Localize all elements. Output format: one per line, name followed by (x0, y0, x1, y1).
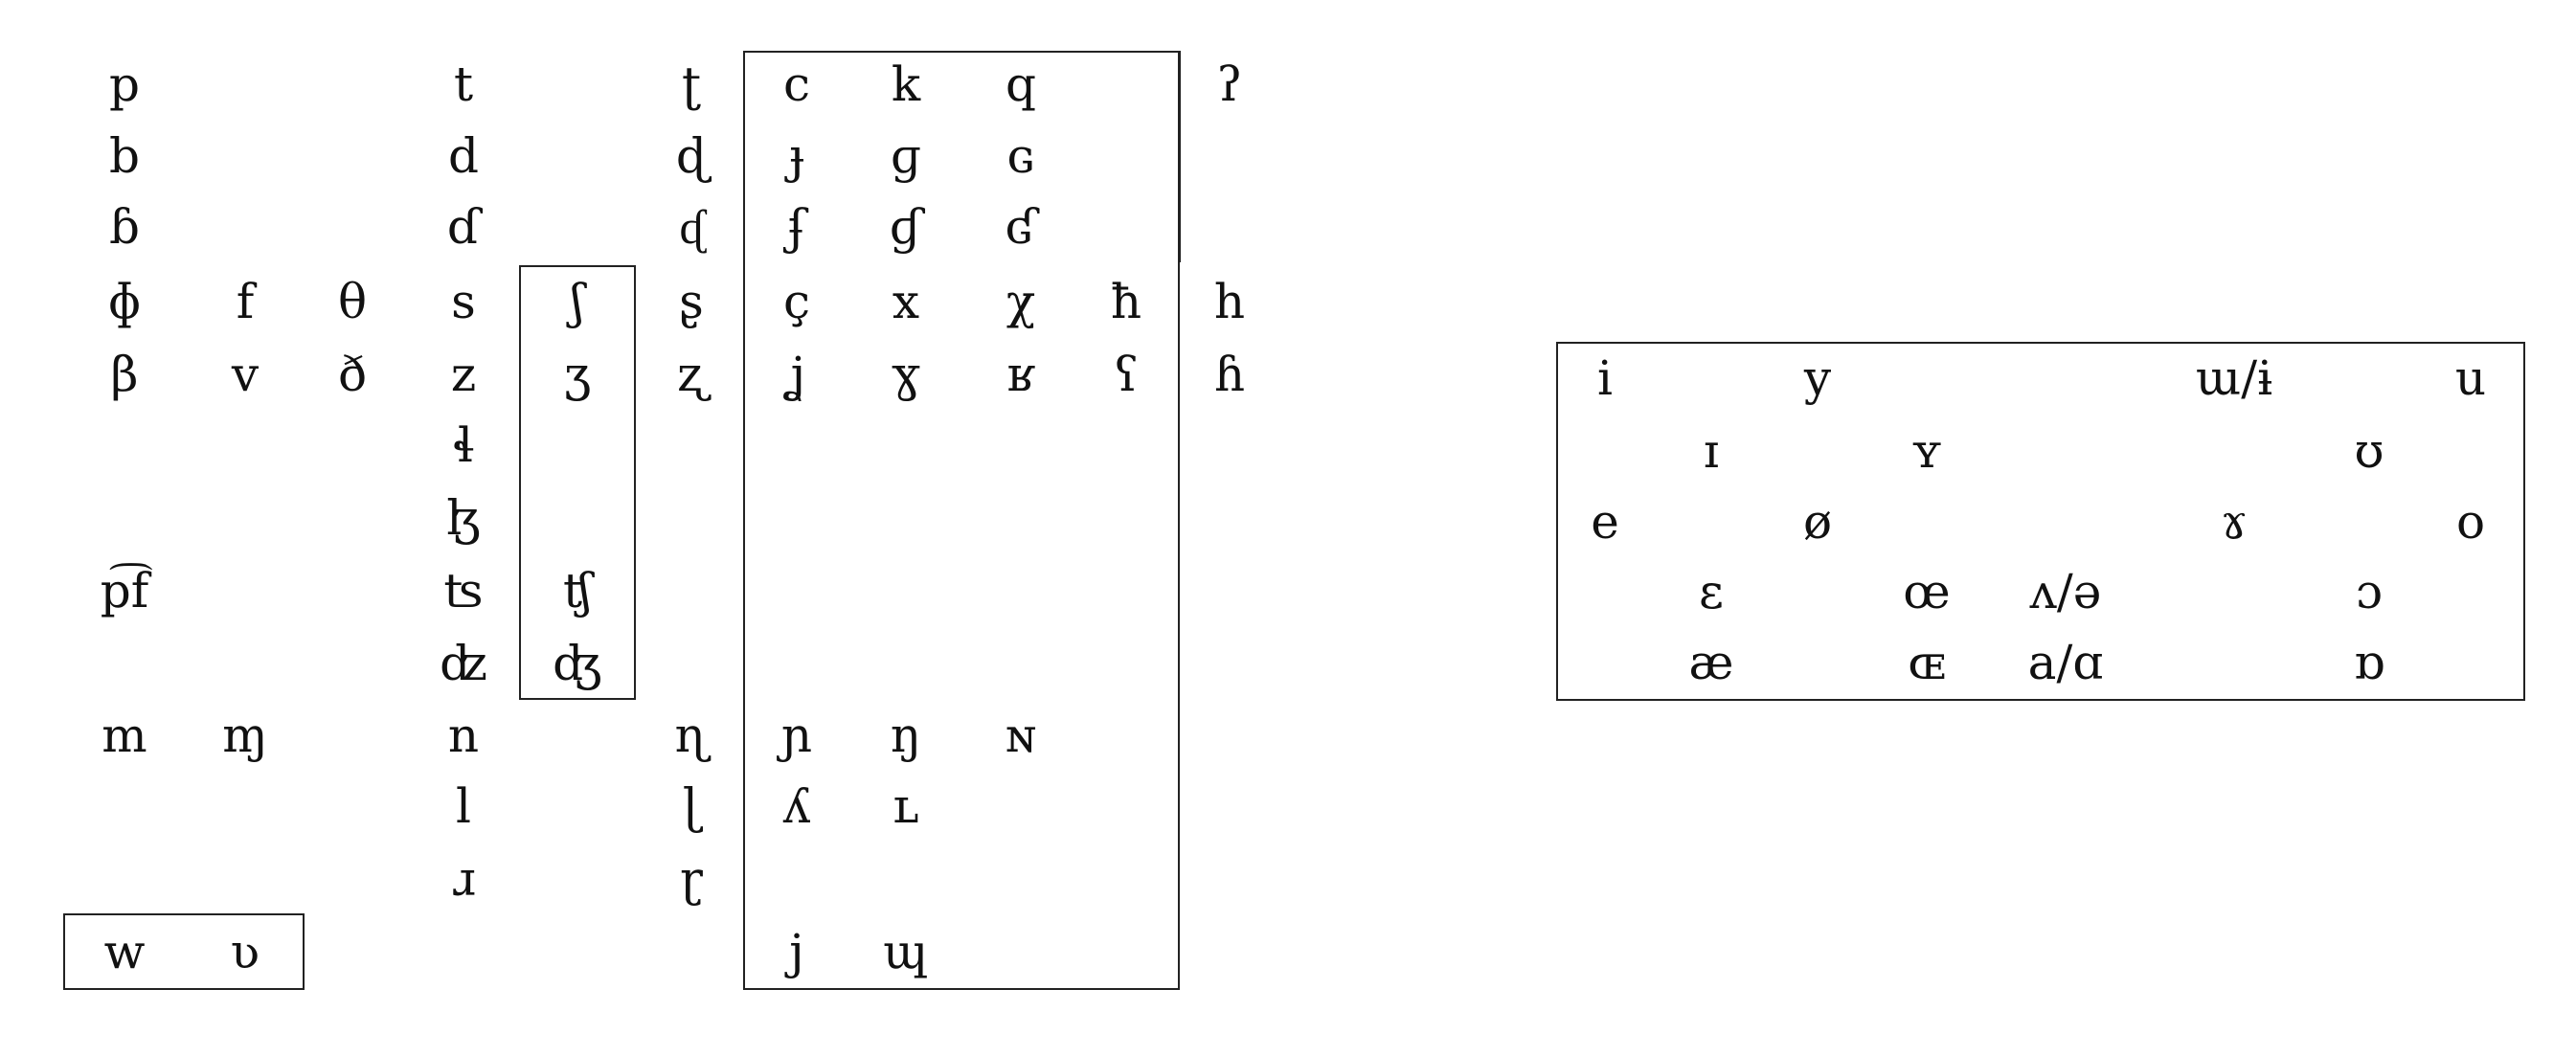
consonant-cell: ʦ (443, 563, 484, 618)
consonant-cell: ʝ (787, 347, 806, 402)
consonant-cell: ɲ (780, 708, 813, 763)
consonant-cell: ð (337, 347, 368, 402)
consonant-cell: ɸ (107, 274, 142, 329)
consonant-cell: ʐ (677, 347, 706, 402)
vowel-cell: y (1803, 350, 1832, 406)
vowel-box (1556, 342, 2525, 701)
vowel-cell: œ (1903, 564, 1951, 619)
vowel-cell: e (1591, 494, 1619, 550)
consonant-cell: ɡ (890, 128, 922, 184)
consonant-cell: ʁ (1006, 347, 1035, 402)
consonant-cell: ᶑ (679, 199, 704, 255)
consonant-cell: p (108, 56, 141, 112)
consonant-cell: ʂ (679, 274, 704, 329)
consonant-cell: ħ (1110, 274, 1142, 329)
consonant-cell: t (453, 56, 474, 112)
consonant-cell: ɽ (680, 851, 703, 907)
vowel-cell: ø (1802, 494, 1833, 550)
vowel-cell: a/ɑ (2027, 635, 2104, 690)
consonant-cell: ç (782, 274, 811, 329)
vowel-cell: ɔ (2355, 564, 2384, 619)
consonant-cell: s (451, 274, 476, 329)
consonant-cell: ɭ (682, 778, 701, 834)
consonant-cell: θ (337, 274, 368, 329)
consonant-cell: ŋ (890, 708, 922, 763)
consonant-cell: ʛ (1005, 199, 1037, 255)
vowel-cell: ɛ (1699, 564, 1724, 619)
consonant-cell: ʟ (893, 778, 919, 834)
consonant-cell: f (236, 274, 255, 329)
consonant-cell: ʤ (553, 636, 602, 691)
consonant-cell: w (103, 924, 146, 979)
glottal-separator (1179, 51, 1181, 262)
consonant-cell: n (447, 708, 480, 763)
consonant-cell: ɣ (892, 347, 920, 402)
vowel-cell: i (1597, 350, 1613, 406)
consonant-cell: j (789, 924, 804, 979)
postalveolar-box (519, 265, 636, 700)
consonant-cell: x (892, 274, 920, 329)
labial-approximant-box (63, 913, 305, 990)
consonant-cell: ɟ (789, 128, 804, 184)
vowel-cell: ʏ (1910, 423, 1943, 479)
consonant-cell: ɱ (222, 708, 268, 763)
consonant-cell: k (891, 56, 921, 112)
vowel-cell: ɯ/ɨ (2195, 350, 2273, 406)
consonant-cell: ɳ (674, 708, 709, 763)
consonant-cell: ɠ (889, 199, 923, 255)
vowel-cell: u (2454, 350, 2487, 406)
consonant-cell: ʧ (563, 563, 592, 618)
consonant-cell: ɗ (446, 199, 481, 255)
consonant-cell: ʕ (1113, 347, 1140, 402)
dorsal-block-box (743, 51, 1180, 990)
vowel-cell: ɪ (1704, 423, 1719, 479)
vowel-cell: æ (1688, 635, 1734, 690)
consonant-cell: ɖ (675, 128, 708, 184)
consonant-cell: ʔ (1216, 56, 1243, 112)
consonant-cell: ɦ (1213, 347, 1246, 402)
consonant-cell: ɰ (883, 924, 929, 979)
consonant-cell: ʃ (571, 274, 584, 329)
consonant-cell: q (1005, 56, 1037, 112)
vowel-cell: ʌ/ə (2029, 564, 2102, 619)
consonant-cell: ɢ (1006, 128, 1035, 184)
consonant-cell: ʋ (230, 924, 260, 979)
consonant-cell: ʣ (440, 636, 487, 691)
vowel-cell: ɶ (1908, 635, 1946, 690)
consonant-cell: ɓ (108, 199, 141, 255)
consonant-cell: v (231, 347, 260, 402)
vowel-cell: ʊ (2354, 423, 2384, 479)
consonant-cell: l (456, 778, 471, 834)
consonant-cell: ɬ (452, 417, 475, 473)
consonant-cell: ɮ (446, 490, 481, 546)
consonant-cell: ɴ (1005, 708, 1037, 763)
vowel-cell: o (2455, 494, 2486, 550)
consonant-cell: c (782, 56, 811, 112)
vowel-cell: ɤ (2220, 494, 2248, 550)
consonant-cell: ʄ (787, 199, 806, 255)
consonant-cell: p͡f (100, 563, 149, 618)
vowel-cell: ɒ (2353, 635, 2385, 690)
consonant-cell: ʒ (563, 347, 592, 402)
consonant-cell: z (450, 347, 477, 402)
consonant-cell: ʎ (782, 778, 811, 834)
consonant-cell: m (102, 708, 147, 763)
consonant-cell: ʈ (681, 56, 702, 112)
consonant-cell: h (1213, 274, 1246, 329)
consonant-cell: d (447, 128, 480, 184)
consonant-cell: ɹ (451, 851, 476, 907)
consonant-cell: β (110, 347, 139, 402)
consonant-cell: χ (1006, 274, 1036, 329)
consonant-cell: b (108, 128, 141, 184)
